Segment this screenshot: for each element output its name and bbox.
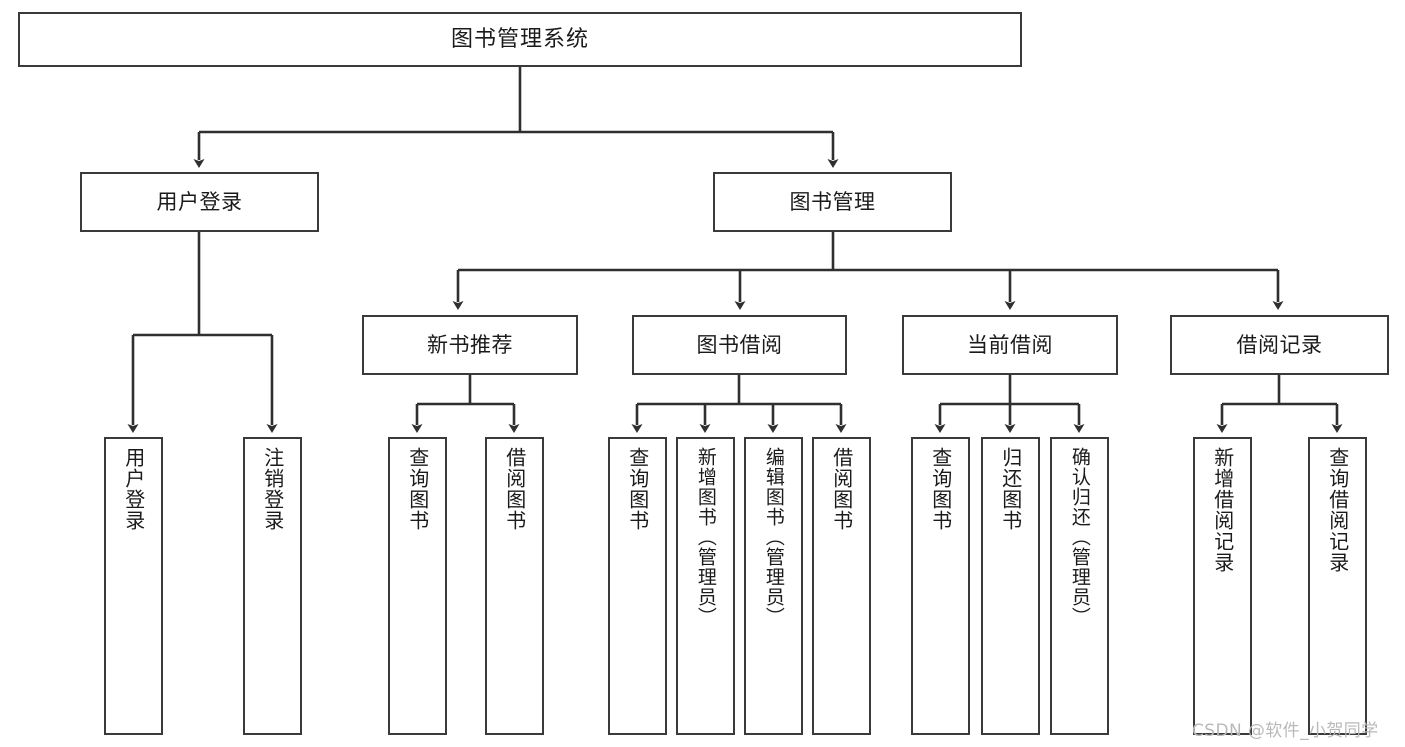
leaf-current-return-book[interactable]: 归还图书	[981, 437, 1040, 735]
node-current-borrow[interactable]: 当前借阅	[902, 315, 1118, 375]
leaf-user-login-login[interactable]: 用户登录	[104, 437, 163, 735]
node-book-management-label: 图书管理	[789, 189, 876, 214]
leaf-label: 借阅图书	[502, 447, 527, 531]
leaf-label: 借阅图书	[829, 447, 854, 531]
node-root-label: 图书管理系统	[450, 26, 589, 52]
node-user-login-label: 用户登录	[156, 189, 243, 214]
leaf-borrow-query-book[interactable]: 查询图书	[608, 437, 667, 735]
leaf-label: 查询图书	[405, 447, 430, 531]
leaf-borrow-edit-book-admin[interactable]: 编辑图书（管理员）	[744, 437, 803, 735]
leaf-label: 查询图书	[625, 447, 650, 531]
node-user-login[interactable]: 用户登录	[80, 172, 319, 232]
node-new-book-recommend[interactable]: 新书推荐	[362, 315, 578, 375]
node-current-borrow-label: 当前借阅	[967, 332, 1053, 357]
leaf-label: 编辑图书（管理员）	[762, 447, 785, 627]
node-borrow-record[interactable]: 借阅记录	[1170, 315, 1389, 375]
node-book-borrow[interactable]: 图书借阅	[632, 315, 847, 375]
leaf-user-login-logout[interactable]: 注销登录	[243, 437, 302, 735]
leaf-label: 新增借阅记录	[1210, 447, 1235, 573]
leaf-label: 用户登录	[121, 447, 146, 531]
node-new-book-recommend-label: 新书推荐	[427, 332, 513, 357]
leaf-label: 确认归还（管理员）	[1068, 447, 1091, 627]
node-borrow-record-label: 借阅记录	[1236, 332, 1323, 357]
leaf-label: 归还图书	[998, 447, 1023, 531]
csdn-watermark: CSDN @软件_小贺同学	[1192, 721, 1379, 741]
node-book-borrow-label: 图书借阅	[696, 332, 783, 357]
leaf-borrow-add-book-admin[interactable]: 新增图书（管理员）	[676, 437, 735, 735]
node-book-management[interactable]: 图书管理	[713, 172, 952, 232]
leaf-new-book-borrow[interactable]: 借阅图书	[485, 437, 544, 735]
leaf-record-query-record[interactable]: 查询借阅记录	[1308, 437, 1367, 735]
node-root[interactable]: 图书管理系统	[18, 12, 1022, 67]
leaf-new-book-query[interactable]: 查询图书	[388, 437, 447, 735]
leaf-label: 查询图书	[928, 447, 953, 531]
leaf-label: 新增图书（管理员）	[694, 447, 717, 627]
leaf-record-add-record[interactable]: 新增借阅记录	[1193, 437, 1252, 735]
leaf-label: 注销登录	[260, 447, 285, 531]
leaf-label: 查询借阅记录	[1325, 447, 1350, 573]
leaf-current-query-book[interactable]: 查询图书	[911, 437, 970, 735]
leaf-current-confirm-return-admin[interactable]: 确认归还（管理员）	[1050, 437, 1109, 735]
leaf-borrow-borrow-book[interactable]: 借阅图书	[812, 437, 871, 735]
